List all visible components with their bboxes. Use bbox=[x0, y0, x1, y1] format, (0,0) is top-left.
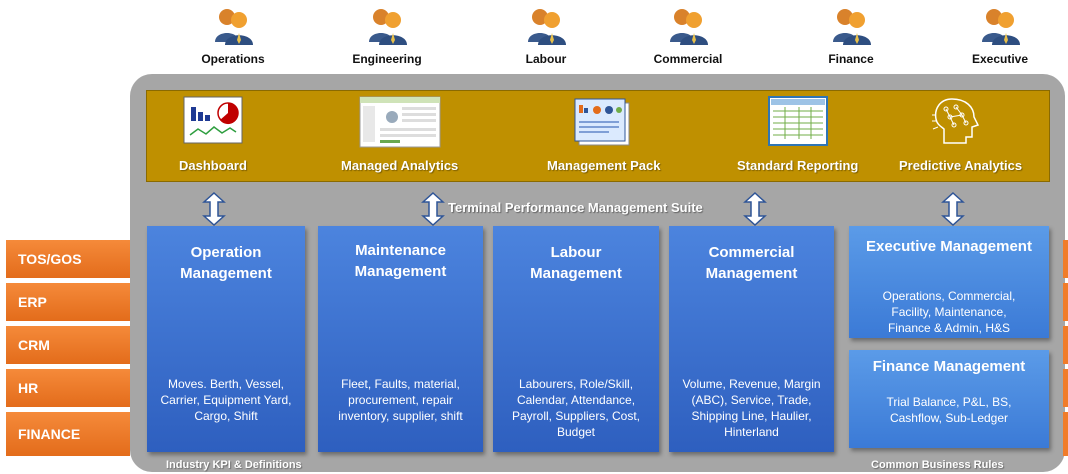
role-finance: Finance bbox=[796, 6, 906, 66]
tool-predictive-analytics[interactable]: Predictive Analytics bbox=[899, 95, 1022, 173]
module-title: Finance Management bbox=[872, 358, 1026, 375]
tool-label: Dashboard bbox=[179, 158, 247, 173]
source-edge bbox=[1063, 283, 1068, 321]
module-description: Operations, Commercial, Facility, Mainte… bbox=[882, 289, 1016, 335]
tool-label: Management Pack bbox=[547, 158, 661, 173]
analytics-screenshot-icon bbox=[341, 95, 458, 154]
double-arrow-icon bbox=[202, 191, 226, 231]
person-icon bbox=[213, 6, 253, 46]
role-label: Engineering bbox=[352, 52, 422, 66]
double-arrow-icon bbox=[743, 191, 767, 231]
tool-label: Standard Reporting bbox=[737, 158, 859, 173]
module-title: Labour Management bbox=[530, 244, 622, 282]
source-hr[interactable]: HR bbox=[6, 369, 130, 407]
role-executive: Executive bbox=[945, 6, 1055, 66]
tool-label: Predictive Analytics bbox=[899, 158, 1023, 173]
module-description: Moves. Berth, Vessel, Carrier, Equipment… bbox=[160, 377, 292, 423]
person-icon bbox=[526, 6, 566, 46]
tool-standard-reporting[interactable]: Standard Reporting bbox=[737, 95, 858, 173]
source-edge bbox=[1063, 240, 1068, 278]
module-executive[interactable]: Executive Management Operations, Commerc… bbox=[849, 226, 1049, 338]
double-arrow-icon bbox=[941, 191, 965, 231]
source-edge bbox=[1063, 369, 1068, 407]
tools-band: Dashboard Managed Analytics bbox=[146, 90, 1050, 182]
module-description: Labourers, Role/Skill, Calendar, Attenda… bbox=[511, 377, 641, 439]
role-commercial: Commercial bbox=[633, 6, 743, 66]
footer-right-label: Common Business Rules bbox=[871, 459, 1004, 471]
suite-title: Terminal Performance Management Suite bbox=[448, 200, 703, 215]
person-icon bbox=[668, 6, 708, 46]
tool-label: Managed Analytics bbox=[341, 158, 459, 173]
module-title: Commercial Management bbox=[705, 244, 798, 282]
role-label: Operations bbox=[201, 52, 265, 66]
module-description: Trial Balance, P&L, BS, Cashflow, Sub-Le… bbox=[886, 395, 1012, 425]
module-operation[interactable]: Operation Management Moves. Berth, Vesse… bbox=[147, 226, 305, 452]
spreadsheet-icon bbox=[737, 95, 858, 154]
module-title: Operation Management bbox=[180, 244, 272, 282]
role-engineering: Engineering bbox=[332, 6, 442, 66]
double-arrow-icon bbox=[421, 191, 445, 231]
module-maintenance[interactable]: Maintenance Management Fleet, Faults, ma… bbox=[318, 226, 483, 452]
module-title: Executive Management bbox=[866, 238, 1032, 255]
report-pack-icon bbox=[547, 95, 660, 154]
footer-left-label: Industry KPI & Definitions bbox=[166, 459, 302, 471]
person-icon bbox=[831, 6, 871, 46]
source-crm[interactable]: CRM bbox=[6, 326, 130, 364]
module-description: Fleet, Faults, material, procurement, re… bbox=[338, 377, 463, 423]
module-labour[interactable]: Labour Management Labourers, Role/Skill,… bbox=[493, 226, 659, 452]
role-label: Labour bbox=[525, 52, 567, 66]
source-edge bbox=[1063, 326, 1068, 364]
source-finance[interactable]: FINANCE bbox=[6, 412, 130, 456]
dashboard-chart-icon bbox=[179, 95, 247, 154]
source-tos-gos[interactable]: TOS/GOS bbox=[6, 240, 130, 278]
module-commercial[interactable]: Commercial Management Volume, Revenue, M… bbox=[669, 226, 834, 452]
person-icon bbox=[367, 6, 407, 46]
ai-head-icon bbox=[899, 95, 1022, 154]
person-icon bbox=[980, 6, 1020, 46]
role-label: Executive bbox=[971, 52, 1029, 66]
role-operations: Operations bbox=[178, 6, 288, 66]
source-edge bbox=[1063, 412, 1068, 456]
tool-management-pack[interactable]: Management Pack bbox=[547, 95, 660, 173]
role-labour: Labour bbox=[491, 6, 601, 66]
source-erp[interactable]: ERP bbox=[6, 283, 130, 321]
role-label: Finance bbox=[828, 52, 874, 66]
module-finance[interactable]: Finance Management Trial Balance, P&L, B… bbox=[849, 350, 1049, 448]
role-label: Commercial bbox=[653, 52, 723, 66]
module-description: Volume, Revenue, Margin (ABC), Service, … bbox=[682, 377, 821, 439]
tool-managed-analytics[interactable]: Managed Analytics bbox=[341, 95, 458, 173]
module-title: Maintenance Management bbox=[354, 242, 447, 280]
tool-dashboard[interactable]: Dashboard bbox=[179, 95, 247, 173]
